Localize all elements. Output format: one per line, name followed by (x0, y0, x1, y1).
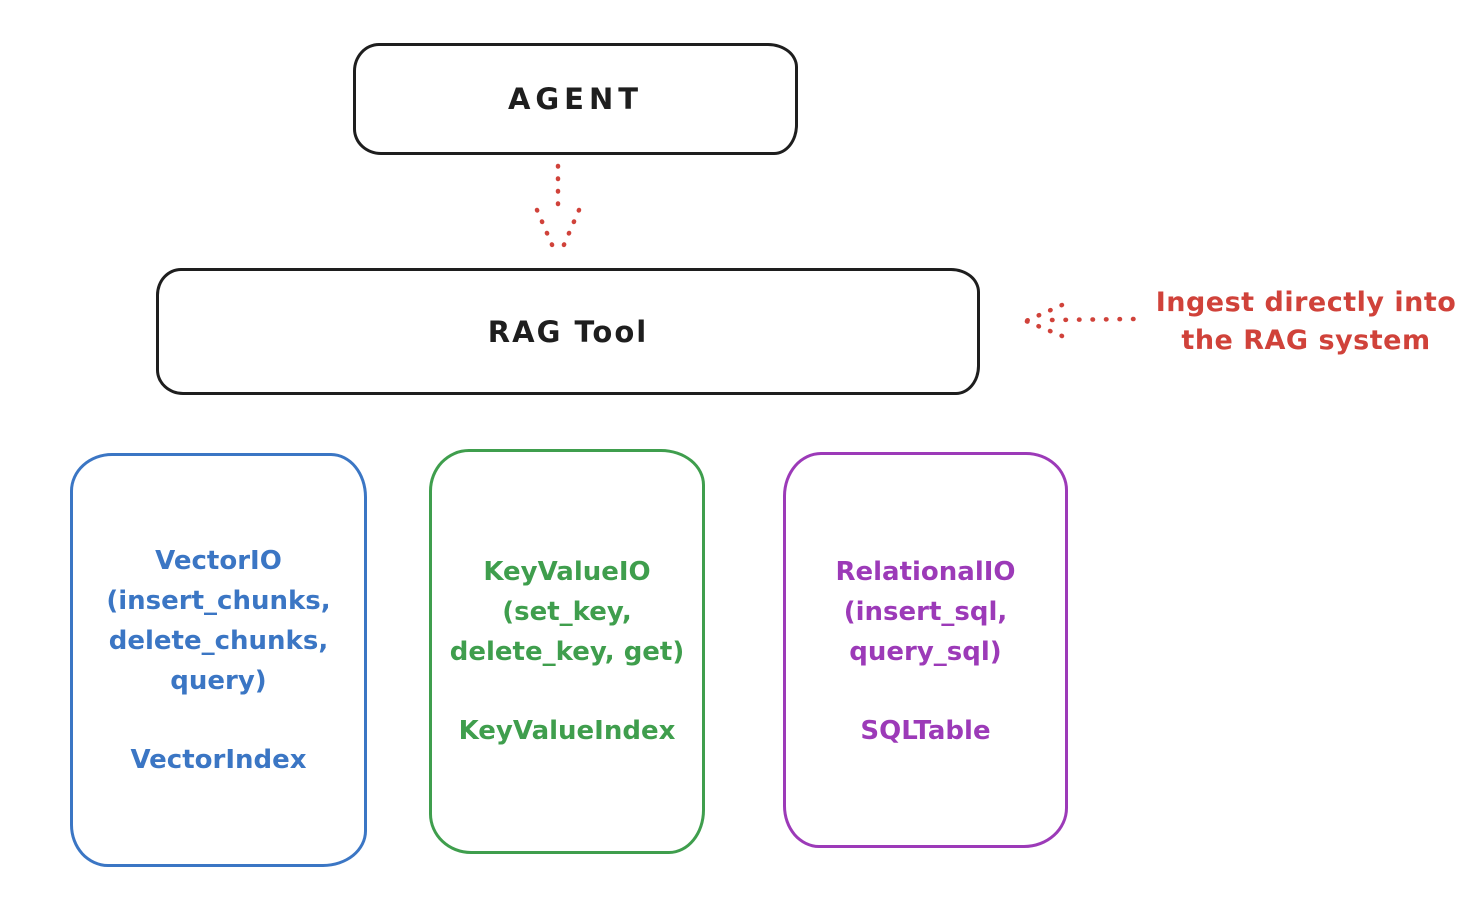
key-value-io-node: KeyValueIO (set_key, delete_key, get) Ke… (429, 449, 705, 854)
rag-tool-node-label: RAG Tool (487, 314, 649, 349)
relational-io-node: RelationalIO (insert_sql, query_sql) SQL… (783, 452, 1068, 848)
vector-io-text-line: delete_chunks, (108, 626, 329, 656)
ingest-annotation-line: Ingest directly into (1155, 287, 1457, 318)
vector-io-node: VectorIO (insert_chunks, delete_chunks, … (70, 453, 367, 867)
key-value-io-text-line: KeyValueIO (483, 557, 651, 587)
agent-to-ragtool-arrow (534, 163, 582, 257)
relational-io-text-line: RelationalIO (835, 557, 1016, 587)
vector-index-label: VectorIndex (130, 745, 307, 775)
agent-node-label: AGENT (507, 82, 644, 116)
key-value-io-text-line: delete_key, get) (449, 637, 685, 667)
sql-table-label: SQLTable (860, 716, 991, 746)
relational-io-text-line: (insert_sql, (843, 597, 1008, 627)
ingest-annotation: Ingest directly into the RAG system (1128, 284, 1484, 360)
annotation-to-ragtool-arrow (1023, 302, 1137, 339)
agent-node: AGENT (353, 43, 798, 155)
key-value-io-text-line: (set_key, (502, 597, 632, 627)
vector-io-text-line: query) (170, 666, 267, 696)
key-value-index-label: KeyValueIndex (458, 716, 676, 746)
vector-io-text-line: (insert_chunks, (106, 586, 331, 616)
relational-io-text-line: query_sql) (849, 637, 1002, 667)
ingest-annotation-line: the RAG system (1181, 325, 1431, 356)
vector-io-text-line: VectorIO (155, 546, 282, 576)
rag-tool-node: RAG Tool (156, 268, 980, 395)
